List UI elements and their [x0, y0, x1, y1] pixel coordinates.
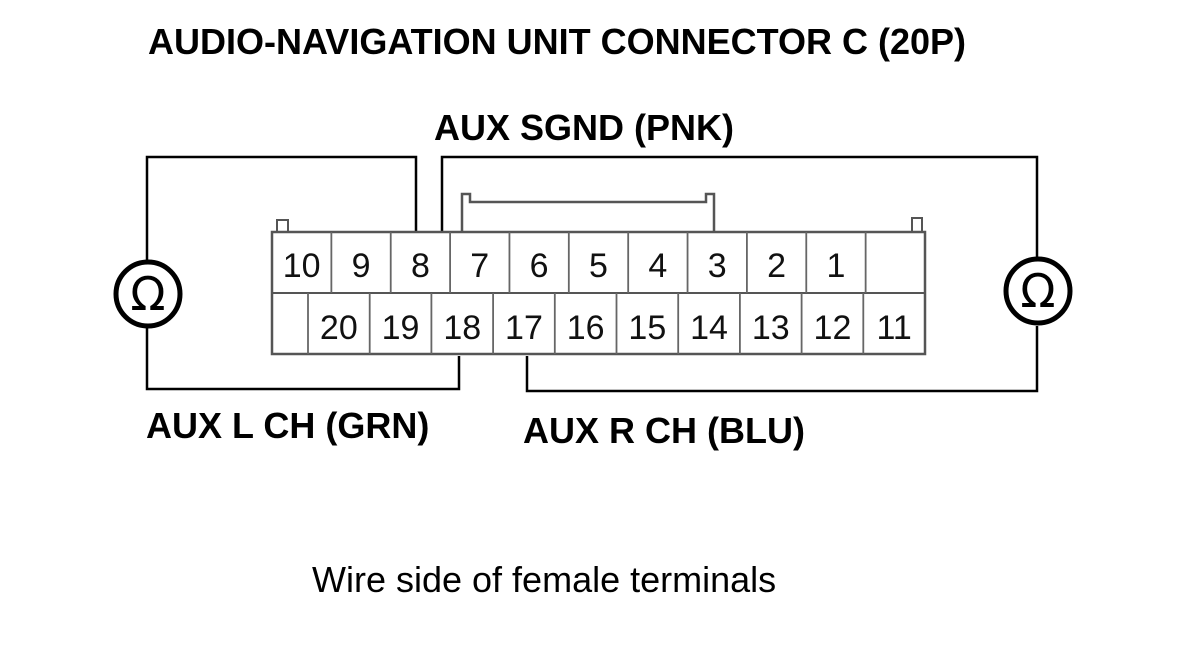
label-aux-sgnd: AUX SGND (PNK)	[434, 107, 735, 148]
wire-right-from-pin7	[440, 155, 1039, 257]
pin-number: 3	[708, 247, 727, 285]
ohm-icon: Ω	[1020, 264, 1055, 318]
pin-number: 7	[470, 247, 489, 285]
pin-number: 4	[648, 247, 667, 285]
pin-number: 17	[505, 309, 543, 347]
pin-number: 19	[382, 309, 420, 347]
pin-number: 6	[530, 247, 549, 285]
label-aux-l-ch: AUX L CH (GRN)	[146, 405, 430, 446]
pin-number: 15	[628, 309, 666, 347]
pin-number: 9	[352, 247, 371, 285]
connector-latch	[460, 192, 716, 232]
connector-ear-left	[276, 219, 289, 232]
pin-number: 5	[589, 247, 608, 285]
ohmmeter-right: Ω	[1003, 256, 1073, 326]
diagram-title: AUDIO-NAVIGATION UNIT CONNECTOR C (20P)	[148, 21, 967, 62]
ohmmeter-left: Ω	[113, 259, 183, 329]
pin-number: 18	[443, 309, 481, 347]
pin-number: 8	[411, 247, 430, 285]
label-aux-r-ch: AUX R CH (BLU)	[523, 410, 805, 451]
wire-right-from-pin17	[525, 326, 1039, 393]
connector-ear-right	[911, 217, 923, 232]
wire-left-to-pin18	[145, 326, 461, 391]
pin-number: 11	[877, 309, 912, 347]
wires	[145, 155, 1039, 393]
footer-caption: Wire side of female terminals	[312, 559, 777, 600]
wire-left-to-pin8	[145, 155, 418, 262]
pin-number: 12	[814, 309, 852, 347]
pin-number: 14	[690, 309, 728, 347]
pin-number: 20	[320, 309, 358, 347]
connector-housing	[270, 192, 927, 356]
pin-number: 1	[826, 247, 845, 285]
ohm-icon: Ω	[130, 267, 165, 321]
pin-number: 10	[283, 247, 321, 285]
pin-number: 13	[752, 309, 790, 347]
pin-number: 2	[767, 247, 786, 285]
pin-number: 16	[567, 309, 605, 347]
